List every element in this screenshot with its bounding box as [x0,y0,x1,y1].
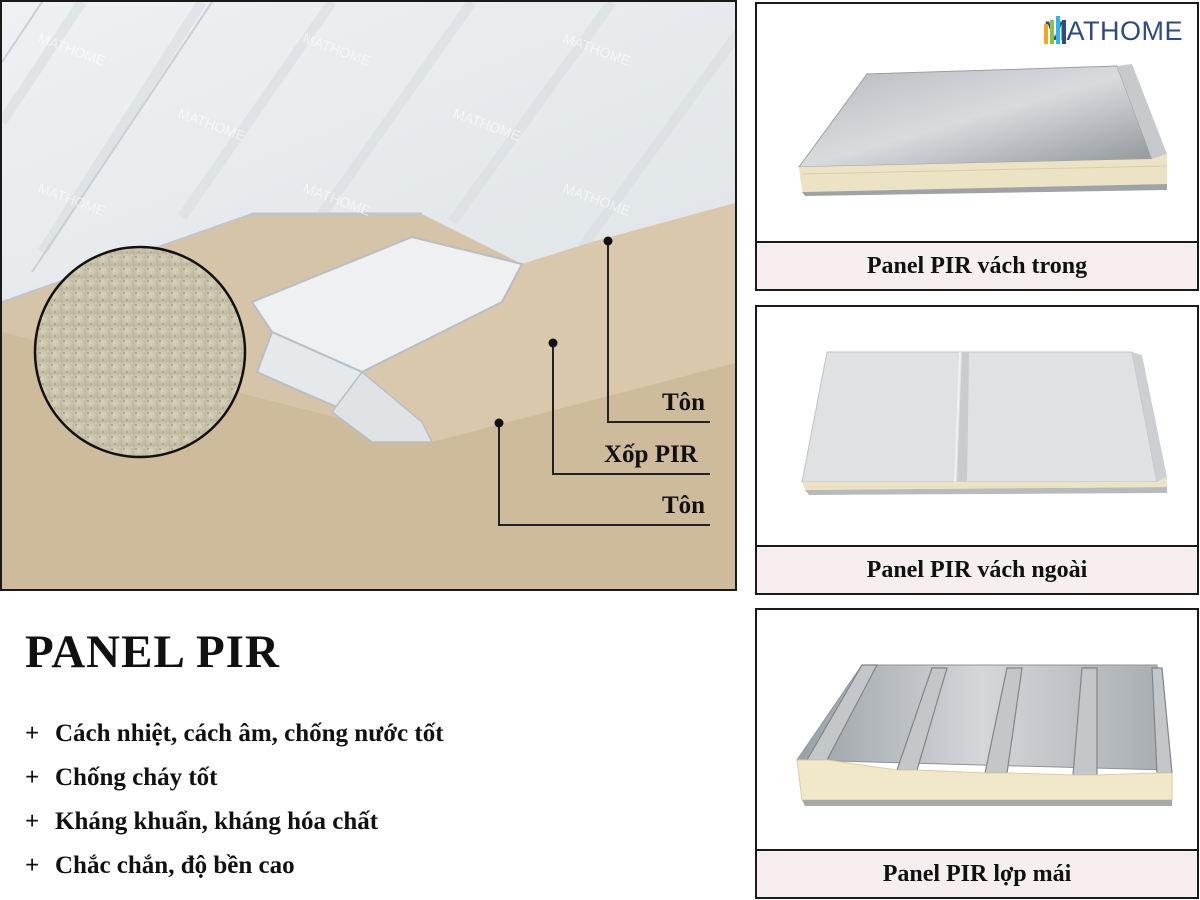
product-title: PANEL PIR [25,626,280,678]
top-sheet-label: Tôn [662,389,706,416]
feature-item: + Chắc chắn, độ bền cao [25,844,444,888]
feature-marker: + [25,720,40,747]
brand-logo: MATHOME [1043,16,1184,47]
feature-text: Chắc chắn, độ bền cao [55,852,295,879]
feature-text: Kháng khuẩn, kháng hóa chất [55,808,379,835]
feature-text: Chống cháy tốt [55,764,218,791]
foam-core-marker [548,338,558,348]
leader-lines [498,241,710,526]
feature-marker: + [25,852,40,879]
foam-magnifier [33,245,247,459]
roof-panel-image [796,664,1173,806]
product-caption-interior-wall: Panel PIR vách trong [757,241,1197,289]
product-card-roof[interactable]: Panel PIR lợp mái [755,608,1199,899]
feature-marker: + [25,808,40,835]
interior-wall-panel-image [797,64,1168,196]
feature-list: + Cách nhiệt, cách âm, chống nước tốt + Ch… [25,712,444,888]
exterior-wall-panel-image [801,351,1167,495]
feature-item: + Cách nhiệt, cách âm, chống nước tốt [25,712,444,756]
bottom-sheet-marker [494,418,504,428]
foam-core-label: Xốp PIR [604,441,698,468]
brand-logo-icon [1043,16,1066,44]
feature-text: Cách nhiệt, cách âm, chống nước tốt [55,720,444,747]
bottom-sheet-label: Tôn [662,492,706,519]
panel-cross-section-drawing: MATHOME MATHOME MATHOME MATHOME MATHOME … [2,2,735,589]
top-sheet-marker [603,236,613,246]
feature-item: + Kháng khuẩn, kháng hóa chất [25,800,444,844]
product-caption-roof: Panel PIR lợp mái [757,849,1197,897]
feature-item: + Chống cháy tốt [25,756,444,800]
brand-logo-text: MATHOME [1043,16,1183,46]
cross-section-illustration: MATHOME MATHOME MATHOME MATHOME MATHOME … [0,0,737,591]
product-card-exterior-wall[interactable]: Panel PIR vách ngoài [755,305,1199,595]
product-caption-exterior-wall: Panel PIR vách ngoài [757,545,1197,593]
product-card-interior-wall[interactable]: MATHOME Panel PIR vách trong [755,2,1199,291]
feature-marker: + [25,764,40,791]
